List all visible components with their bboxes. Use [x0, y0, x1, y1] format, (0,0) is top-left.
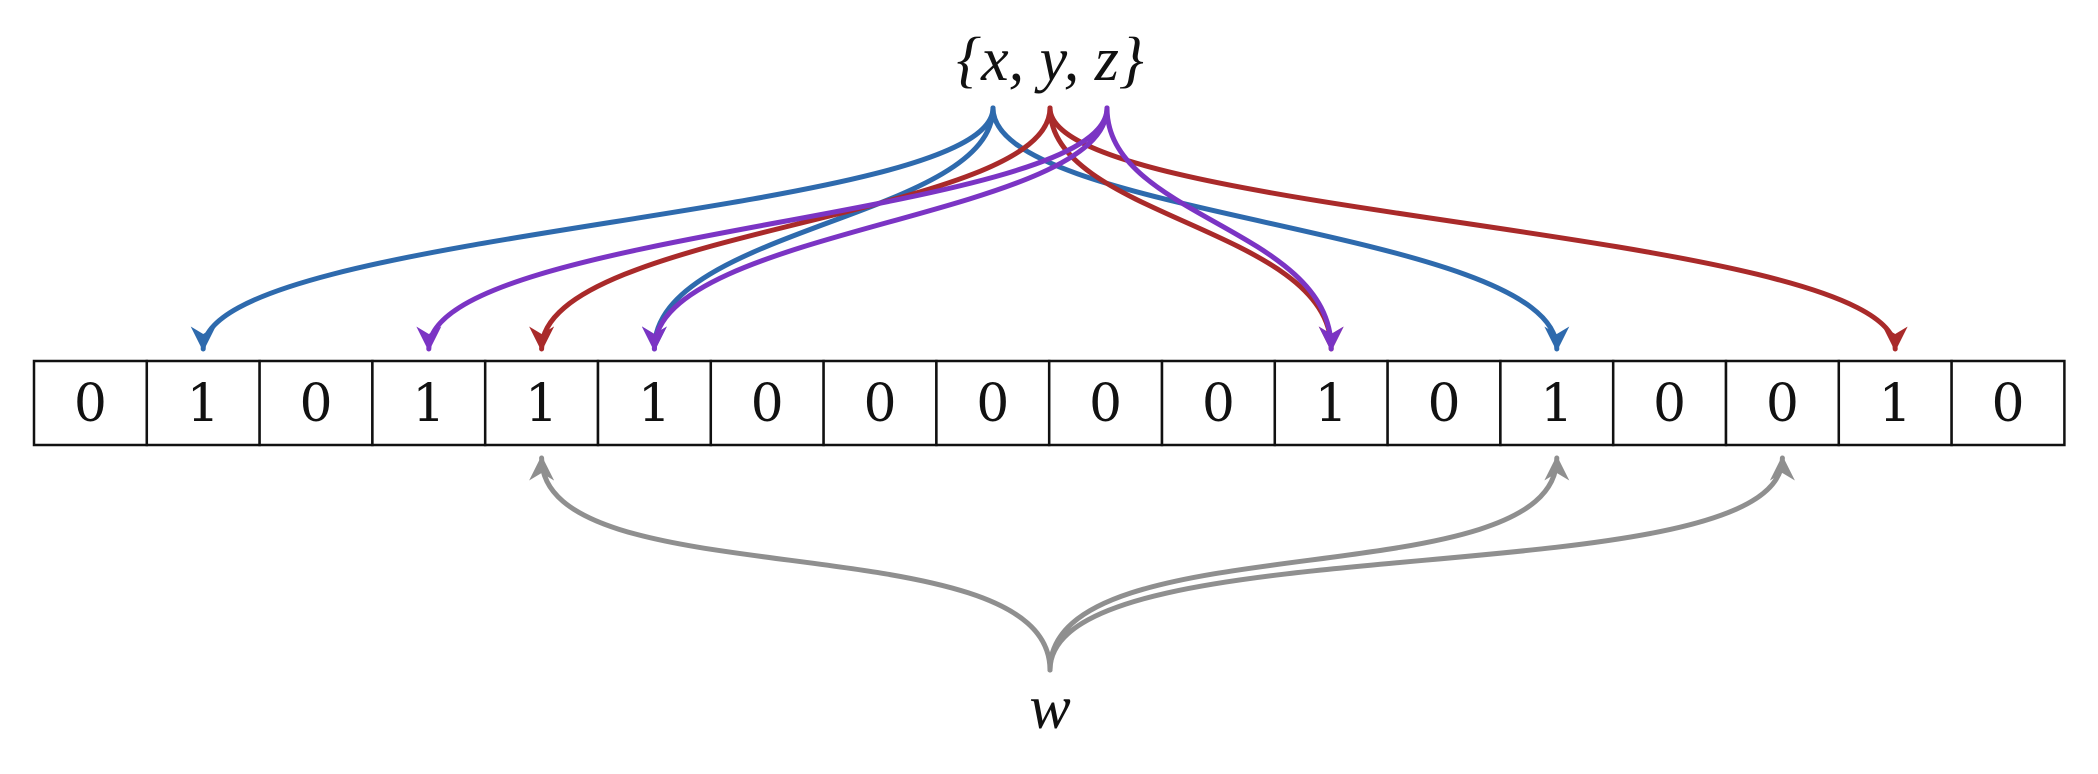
query-arrow-w — [1047, 455, 1570, 673]
bit-cell: 0 — [822, 359, 938, 447]
bit-cell-box — [1386, 359, 1502, 447]
bit-value: 0 — [976, 374, 1009, 434]
bit-cell: 0 — [1950, 359, 2066, 447]
bit-value: 1 — [1540, 374, 1573, 434]
bit-cell-box — [145, 359, 261, 447]
bit-cell-box — [596, 359, 713, 447]
hash-arrow-y — [1047, 105, 1908, 352]
bit-cell: 1 — [371, 359, 487, 447]
bit-array: 0 1 0 1 1 1 0 0 0 0 0 1 0 1 0 0 1 0 — [32, 359, 2066, 447]
hash-arrows-set — [190, 105, 1908, 352]
bit-cell: 0 — [1386, 359, 1502, 447]
bit-value: 1 — [525, 374, 558, 434]
bit-cell-box — [1950, 359, 2066, 447]
bit-value: 0 — [1653, 374, 1686, 434]
bit-cell: 1 — [596, 359, 713, 447]
bit-cell: 0 — [1047, 359, 1164, 447]
query-arrow-w — [1047, 455, 1795, 673]
bit-value: 0 — [1089, 374, 1122, 434]
bit-value: 0 — [74, 374, 107, 434]
bit-cell: 0 — [1724, 359, 1841, 447]
bit-cell-box — [32, 359, 149, 447]
bit-value: 0 — [863, 374, 896, 434]
bit-value: 1 — [1315, 374, 1348, 434]
query-arrow-w — [529, 455, 1053, 673]
bit-value: 0 — [1427, 374, 1460, 434]
bit-value: 0 — [1991, 374, 2024, 434]
hash-arrow-z — [641, 105, 1110, 352]
bit-value: 1 — [187, 374, 220, 434]
bit-cell-box — [1160, 359, 1277, 447]
bit-value: 0 — [1766, 374, 1799, 434]
bit-value: 0 — [751, 374, 784, 434]
bit-cell: 0 — [1160, 359, 1277, 447]
bit-cell: 1 — [1499, 359, 1615, 447]
hash-arrow-x — [641, 105, 996, 352]
bit-value: 1 — [1879, 374, 1912, 434]
hash-arrows-query — [529, 455, 1795, 673]
bit-cell: 1 — [145, 359, 261, 447]
bit-cell: 1 — [1273, 359, 1389, 447]
bit-value: 1 — [638, 374, 671, 434]
bit-cell: 0 — [935, 359, 1051, 447]
bit-cell-box — [1499, 359, 1615, 447]
bit-value: 1 — [412, 374, 445, 434]
bit-value: 0 — [1202, 374, 1235, 434]
bit-cell: 0 — [1611, 359, 1728, 447]
hash-arrow-y — [529, 105, 1053, 352]
hash-arrow-y — [1047, 105, 1344, 352]
hash-arrow-z — [416, 105, 1110, 352]
bit-cell: 0 — [709, 359, 825, 447]
set-label: {x, y, z} — [956, 26, 1144, 94]
bit-cell: 1 — [1837, 359, 1953, 447]
bit-cell: 1 — [483, 359, 600, 447]
query-label: w — [1029, 674, 1070, 742]
bit-cell-box — [371, 359, 487, 447]
bit-cell-box — [935, 359, 1051, 447]
bit-value: 0 — [299, 374, 332, 434]
bit-cell: 0 — [32, 359, 149, 447]
bit-cell-box — [1047, 359, 1164, 447]
hash-arrow-x — [190, 105, 996, 352]
bit-cell-box — [258, 359, 374, 447]
hash-arrow-z — [1104, 105, 1344, 352]
bit-cell-box — [1273, 359, 1389, 447]
bit-cell: 0 — [258, 359, 374, 447]
